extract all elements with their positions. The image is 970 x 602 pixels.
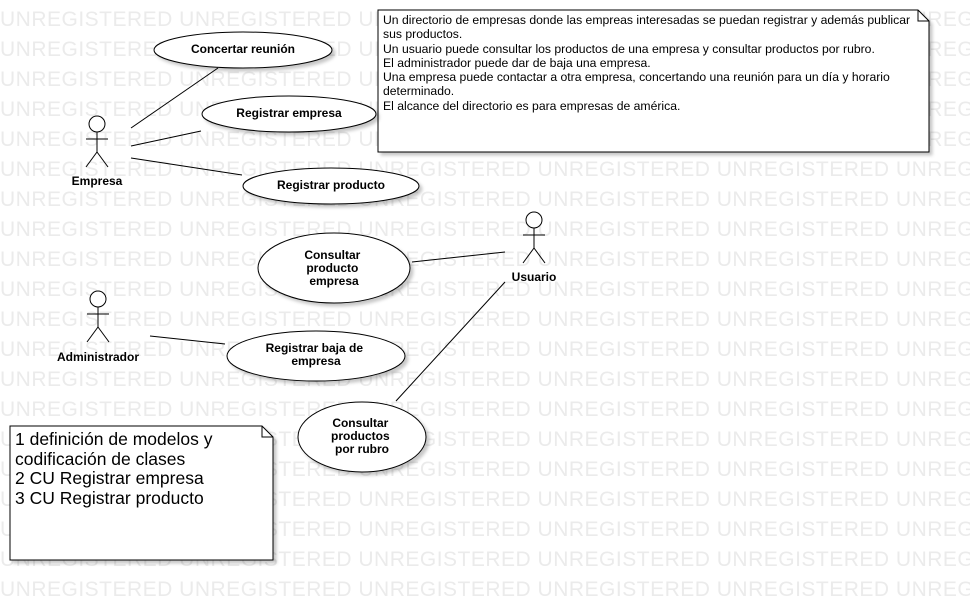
actor-administrador[interactable]: Administrador xyxy=(57,290,139,364)
use-case-registrar-baja-empresa[interactable]: Registrar baja de empresa xyxy=(226,330,406,382)
tasks-note[interactable] xyxy=(9,425,274,561)
use-case-label-line: Consultar xyxy=(304,248,360,262)
actor-empresa[interactable]: Empresa xyxy=(72,115,123,188)
svg-text:Registrar producto: Registrar producto xyxy=(277,178,385,192)
tasks-note-text: 1 definición de modelos y codificación d… xyxy=(15,429,213,508)
use-case-registrar-empresa[interactable]: Registrar empresa xyxy=(201,95,377,133)
use-case-consultar-productos-rubro[interactable]: Consultar productos por rubro xyxy=(297,401,427,473)
svg-text:Concertar reunión: Concertar reunión xyxy=(191,42,295,56)
use-case-consultar-producto-empresa[interactable]: Consultar producto empresa xyxy=(257,232,411,304)
use-case-label: Registrar producto xyxy=(277,178,385,192)
use-case-label-line: empresa xyxy=(309,274,359,288)
svg-text:Registrar empresa: Registrar empresa xyxy=(236,106,342,120)
use-case-label-line: productos xyxy=(331,429,390,443)
use-case-label-line: empresa xyxy=(291,354,341,368)
use-case-label: Concertar reunión xyxy=(191,42,295,56)
assoc-empresa-registrar-producto[interactable] xyxy=(130,157,243,176)
actor-label: Empresa xyxy=(72,174,123,188)
description-note[interactable] xyxy=(377,9,930,153)
assoc-usuario-consultar-producto-empresa[interactable] xyxy=(411,251,506,263)
svg-text:Registrar baja de empres: Registrar baja de empresa xyxy=(266,341,367,368)
assoc-empresa-registrar-empresa[interactable] xyxy=(130,130,202,147)
use-case-label: Registrar empresa xyxy=(236,106,342,120)
use-case-label-line: Consultar xyxy=(332,416,388,430)
svg-text:Consultar producto: Consultar producto empresa xyxy=(304,248,363,288)
assoc-administrador-registrar-baja[interactable] xyxy=(149,335,226,345)
actor-label: Usuario xyxy=(512,270,557,284)
note-fold xyxy=(917,10,929,22)
use-case-label-line: producto xyxy=(306,261,358,275)
use-case-label-line: Registrar baja de xyxy=(266,341,364,355)
use-case-registrar-producto[interactable]: Registrar producto xyxy=(242,167,420,205)
use-case-label-line: por rubro xyxy=(335,442,389,456)
actor-label: Administrador xyxy=(57,350,139,364)
assoc-usuario-consultar-productos-rubro[interactable] xyxy=(395,281,506,402)
actor-usuario[interactable]: Usuario xyxy=(512,211,557,284)
assoc-empresa-concertar-reunion[interactable] xyxy=(130,67,219,129)
use-case-concertar-reunion[interactable]: Concertar reunión xyxy=(153,31,333,69)
description-note-text: Un directorio de empresas donde las empr… xyxy=(383,13,911,113)
note-fold xyxy=(261,426,273,438)
svg-text:Consultar productos: Consultar productos por rubro xyxy=(331,416,393,456)
